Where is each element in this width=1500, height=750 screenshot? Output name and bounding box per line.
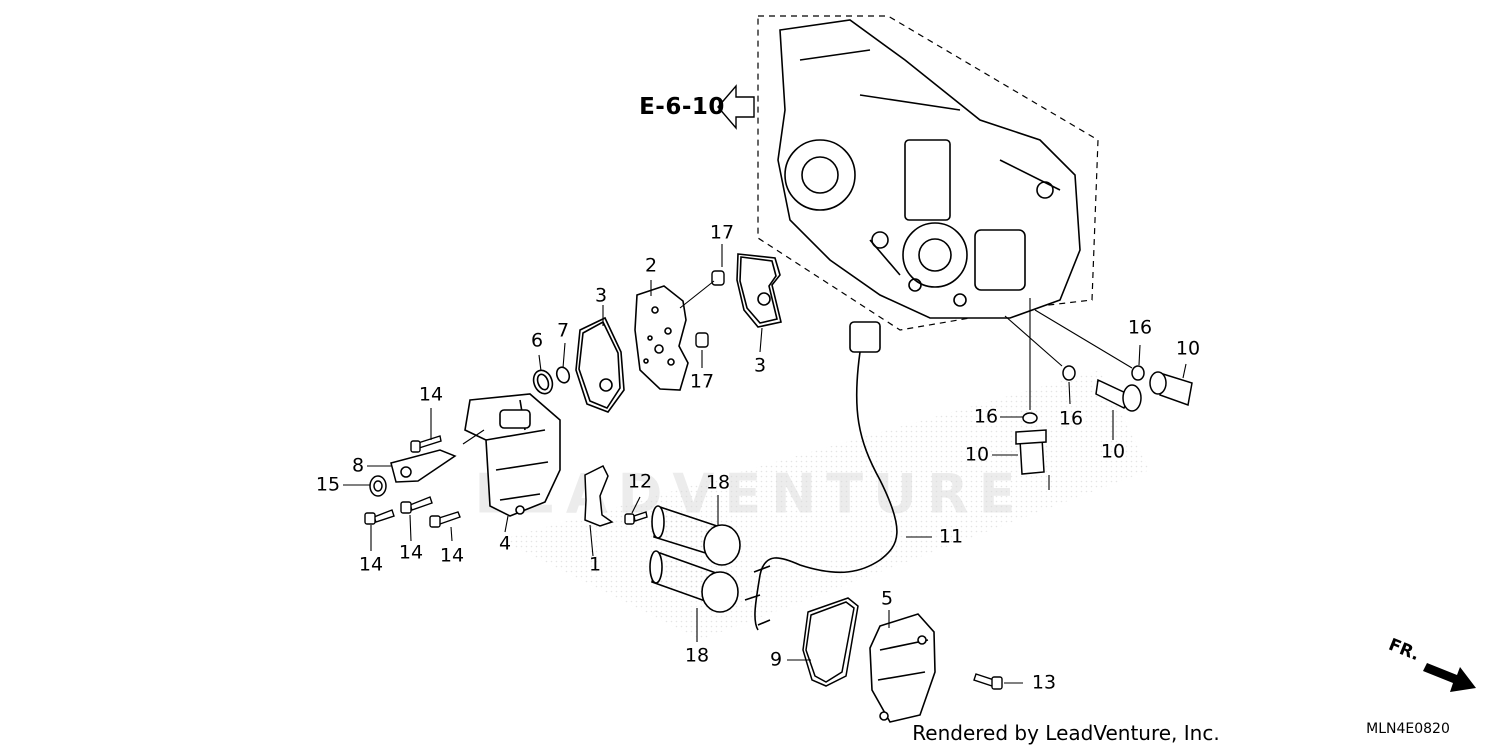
plate-1 <box>584 464 614 527</box>
washers-16 <box>1022 365 1145 424</box>
reference-arrow <box>717 84 755 130</box>
callout-14: 14 <box>358 553 384 576</box>
callout-12: 12 <box>627 470 653 493</box>
shift-cover-5 <box>869 613 936 723</box>
callout-16: 16 <box>1058 407 1084 430</box>
callout-9: 9 <box>769 648 783 671</box>
callout-17: 17 <box>689 370 715 393</box>
gasket-9 <box>802 597 859 687</box>
callout-8: 8 <box>351 454 365 477</box>
reference-label: E-6-10 <box>639 94 725 120</box>
bolts-14 <box>364 435 461 528</box>
callout-10: 10 <box>964 443 990 466</box>
o-rings <box>532 366 571 395</box>
callout-15: 15 <box>315 473 341 496</box>
callout-14: 14 <box>439 544 465 567</box>
render-credit: Rendered by LeadVenture, Inc. <box>912 721 1220 745</box>
callout-1: 1 <box>588 553 602 576</box>
callout-7: 7 <box>556 319 570 342</box>
callout-3: 3 <box>753 354 767 377</box>
callout-16: 16 <box>973 405 999 428</box>
callout-2: 2 <box>644 254 658 277</box>
callout-3: 3 <box>594 284 608 307</box>
callout-14: 14 <box>418 383 444 406</box>
valve-body-4 <box>464 393 561 517</box>
callout-10: 10 <box>1175 337 1201 360</box>
callout-18: 18 <box>684 644 710 667</box>
wire-harness-11 <box>744 321 898 631</box>
callout-10: 10 <box>1100 440 1126 463</box>
callout-4: 4 <box>498 532 512 555</box>
gasket-3-right <box>736 253 782 328</box>
callout-leaders <box>343 244 1187 684</box>
crankcase-dashed-outline <box>757 15 1099 331</box>
callout-17: 17 <box>709 221 735 244</box>
callout-18: 18 <box>705 471 731 494</box>
bolt-13 <box>973 673 1003 690</box>
separator-plate-2 <box>634 285 689 391</box>
callout-6: 6 <box>530 329 544 352</box>
bracket-8 <box>390 449 457 483</box>
solenoid-valves-18 <box>649 505 741 613</box>
pressure-sensors-10 <box>1015 371 1193 475</box>
bolt-12 <box>624 511 648 525</box>
front-direction-arrow <box>1423 663 1476 692</box>
diagram-code: MLN4E0820 <box>1366 721 1450 737</box>
callout-5: 5 <box>880 587 894 610</box>
gasket-3-left <box>575 316 625 413</box>
grommet-15 <box>369 475 387 497</box>
callout-11: 11 <box>938 525 964 548</box>
callout-14: 14 <box>398 541 424 564</box>
crankcase-cover <box>777 19 1081 319</box>
dowel-pins <box>695 270 725 348</box>
assembly-lines <box>462 280 1133 445</box>
callout-13: 13 <box>1031 671 1057 694</box>
callout-16: 16 <box>1127 316 1153 339</box>
